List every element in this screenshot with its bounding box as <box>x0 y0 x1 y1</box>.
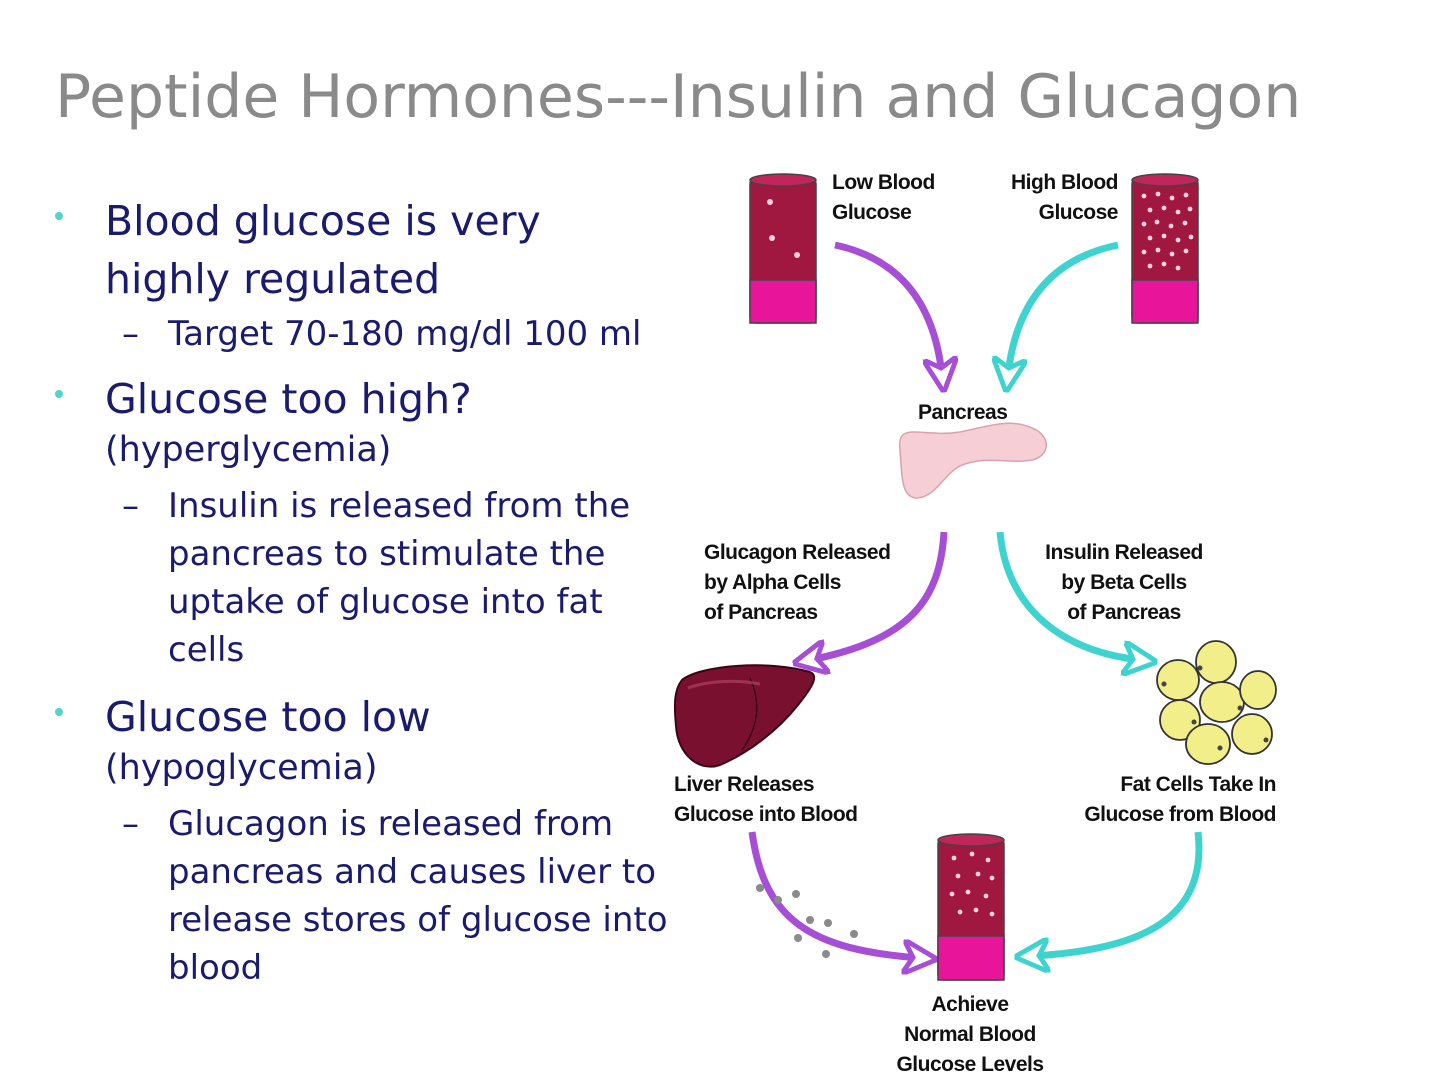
glucagon-released-label: Glucagon Released by Alpha Cells of Panc… <box>704 541 891 624</box>
bullet-icon <box>55 212 63 220</box>
bullet-list: Blood glucose is very highly regulated –… <box>0 0 680 1080</box>
low-to-pancreas-arrow <box>834 241 942 375</box>
bullet-text: Glucose too high? <box>105 375 472 423</box>
sub-bullet-text: Target 70-180 mg/dl 100 ml <box>168 314 642 354</box>
bullet-icon <box>55 390 63 398</box>
high-to-pancreas-arrow <box>1008 241 1119 375</box>
low-glucose-tube-icon <box>749 173 817 324</box>
diagram-svg <box>673 173 1277 981</box>
achieve-normal-label: Achieve Normal Blood Glucose Levels <box>896 993 1044 1076</box>
glucose-dots <box>756 884 858 958</box>
fat-cells-label: Fat Cells Take In Glucose from Blood <box>1084 773 1276 826</box>
pancreas-icon <box>898 422 1047 499</box>
high-glucose-tube-icon <box>1131 173 1199 324</box>
insulin-arrow <box>996 531 1140 660</box>
dash-icon: – <box>122 804 139 844</box>
insulin-released-label: Insulin Released by Beta Cells of Pancre… <box>1045 541 1203 624</box>
liver-to-blood-arrow <box>748 831 920 958</box>
low-blood-glucose-label: Low Blood Glucose <box>832 171 935 224</box>
high-blood-glucose-label: High Blood Glucose <box>1011 171 1118 224</box>
bullet-icon <box>55 708 63 716</box>
fat-cells-icon <box>1156 640 1277 765</box>
glucose-regulation-diagram: Low Blood Glucose High Blood Glucose Pan… <box>660 160 1300 1080</box>
dash-icon: – <box>122 486 139 526</box>
liver-releases-label: Liver Releases Glucose into Blood <box>674 773 858 826</box>
sub-bullet-text: Glucagon is released from pancreas and c… <box>168 804 668 988</box>
liver-icon <box>673 664 816 768</box>
bullet-paren: (hyperglycemia) <box>105 430 392 470</box>
bullet-text: Blood glucose is very highly regulated <box>105 197 541 303</box>
pancreas-label: Pancreas <box>918 401 1008 424</box>
sub-bullet-text: Insulin is released from the pancreas to… <box>168 486 631 670</box>
normal-glucose-tube-icon <box>937 833 1005 981</box>
bullet-paren: (hypoglycemia) <box>105 748 378 788</box>
slide-title: Peptide Hormones---Insulin and Glucagon <box>55 62 1302 132</box>
fat-to-blood-arrow <box>1032 831 1203 956</box>
dash-icon: – <box>122 314 139 354</box>
bullet-text: Glucose too low <box>105 693 431 741</box>
glucagon-arrow <box>810 531 948 660</box>
